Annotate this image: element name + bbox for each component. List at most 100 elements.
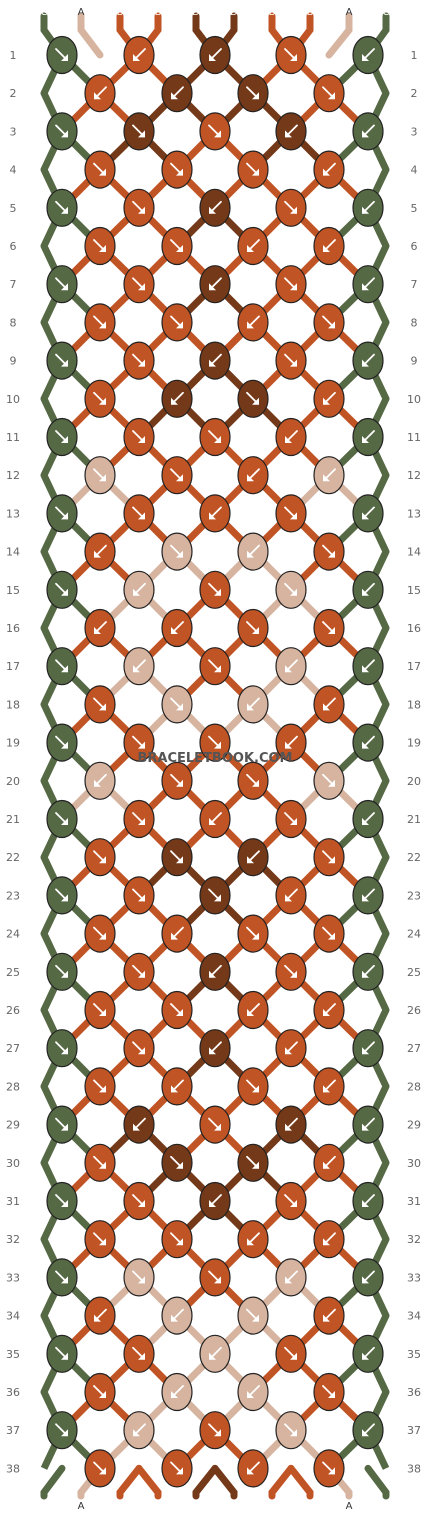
arrow-down-right-icon bbox=[132, 506, 145, 520]
arrow-down-left-icon bbox=[323, 1308, 336, 1322]
string-letter-top: D bbox=[230, 7, 238, 18]
knot bbox=[352, 799, 384, 839]
arrow-down-left-icon bbox=[285, 1117, 298, 1131]
knot bbox=[352, 341, 384, 380]
knot bbox=[46, 876, 78, 915]
string-stub-bottom bbox=[211, 1464, 238, 1500]
arrow-down-right-icon bbox=[284, 1194, 297, 1207]
arrow-down-left-icon bbox=[209, 964, 222, 978]
row-number-left: 1 bbox=[10, 49, 17, 62]
arrow-down-right-icon bbox=[284, 506, 297, 520]
knot bbox=[84, 1449, 116, 1488]
row-number-right: 32 bbox=[407, 1233, 421, 1246]
arrow-down-right-icon bbox=[322, 773, 335, 787]
knot bbox=[199, 876, 231, 915]
knot bbox=[313, 914, 345, 953]
arrow-down-left-icon bbox=[362, 1041, 375, 1055]
knot bbox=[352, 112, 384, 151]
arrow-down-right-icon bbox=[132, 1270, 145, 1284]
knot bbox=[237, 226, 269, 266]
knot bbox=[237, 303, 269, 342]
knot bbox=[313, 1067, 345, 1106]
knot bbox=[84, 226, 116, 266]
row-number-left: 5 bbox=[10, 202, 17, 215]
arrow-down-right-icon bbox=[132, 812, 145, 825]
arrow-down-right-icon bbox=[284, 582, 297, 596]
knot bbox=[161, 532, 193, 571]
knot bbox=[275, 112, 307, 151]
arrow-down-right-icon bbox=[208, 582, 221, 596]
arrow-down-left-icon bbox=[209, 200, 222, 214]
arrow-down-left-icon bbox=[171, 1385, 184, 1398]
knot bbox=[199, 417, 231, 457]
arrow-down-left-icon bbox=[94, 773, 107, 787]
knot bbox=[275, 417, 307, 457]
knot bbox=[352, 1258, 384, 1297]
arrow-down-left-icon bbox=[362, 582, 375, 596]
row-number-left: 13 bbox=[6, 507, 20, 520]
knot bbox=[352, 1029, 384, 1068]
knot bbox=[352, 1181, 384, 1221]
knot bbox=[352, 570, 384, 609]
arrow-down-right-icon bbox=[55, 353, 68, 367]
arrow-down-right-icon bbox=[208, 735, 221, 749]
arrow-down-right-icon bbox=[93, 1079, 106, 1093]
knot bbox=[199, 1105, 231, 1144]
arrow-down-right-icon bbox=[132, 353, 145, 367]
knot bbox=[46, 799, 78, 839]
knot bbox=[199, 1334, 231, 1373]
arrow-down-left-icon bbox=[323, 468, 336, 482]
arrow-down-right-icon bbox=[322, 850, 335, 864]
arrow-down-left-icon bbox=[171, 86, 184, 100]
knot bbox=[237, 1143, 269, 1182]
knot bbox=[46, 647, 78, 686]
arrow-down-right-icon bbox=[322, 86, 335, 100]
arrow-down-right-icon bbox=[246, 1079, 259, 1093]
arrow-down-left-icon bbox=[362, 812, 375, 825]
knot bbox=[161, 685, 193, 724]
knot bbox=[237, 379, 269, 418]
arrow-down-right-icon bbox=[55, 964, 68, 978]
row-number-right: 27 bbox=[407, 1042, 421, 1055]
knot bbox=[199, 1029, 231, 1068]
arrow-down-left-icon bbox=[362, 1117, 375, 1131]
arrow-down-left-icon bbox=[209, 506, 222, 520]
arrow-down-right-icon bbox=[93, 1232, 106, 1246]
arrow-down-right-icon bbox=[246, 1308, 259, 1322]
knot bbox=[352, 647, 384, 686]
row-number-left: 7 bbox=[10, 278, 17, 291]
knot bbox=[352, 35, 384, 75]
knot bbox=[237, 685, 269, 724]
knot bbox=[352, 188, 384, 227]
arrow-down-right-icon bbox=[93, 239, 106, 252]
knot bbox=[352, 1334, 384, 1373]
knot bbox=[237, 838, 269, 877]
row-number-right: 34 bbox=[407, 1310, 421, 1323]
arrow-down-left-icon bbox=[362, 353, 375, 367]
knot bbox=[161, 1296, 193, 1335]
arrow-down-right-icon bbox=[208, 1117, 221, 1131]
string-stub-bottom bbox=[192, 1464, 219, 1500]
row-number-right: 36 bbox=[407, 1386, 421, 1399]
arrow-down-right-icon bbox=[208, 430, 221, 443]
knot bbox=[199, 647, 231, 686]
row-number-left: 9 bbox=[10, 355, 17, 368]
knot bbox=[123, 494, 155, 533]
arrow-down-right-icon bbox=[132, 277, 145, 291]
knot bbox=[123, 417, 155, 457]
string-stub-bottom bbox=[135, 1464, 162, 1500]
arrow-down-left-icon bbox=[362, 277, 375, 291]
arrow-down-right-icon bbox=[284, 200, 297, 214]
arrow-down-right-icon bbox=[55, 735, 68, 749]
knot bbox=[123, 570, 155, 609]
knot bbox=[199, 265, 231, 304]
knot bbox=[313, 685, 345, 724]
row-number-left: 20 bbox=[6, 775, 20, 788]
row-number-right: 35 bbox=[407, 1348, 421, 1361]
knot bbox=[84, 456, 116, 495]
knot bbox=[237, 150, 269, 189]
row-number-left: 16 bbox=[6, 622, 20, 635]
knot bbox=[123, 1258, 155, 1297]
arrow-down-right-icon bbox=[132, 200, 145, 214]
row-number-right: 3 bbox=[411, 125, 418, 138]
